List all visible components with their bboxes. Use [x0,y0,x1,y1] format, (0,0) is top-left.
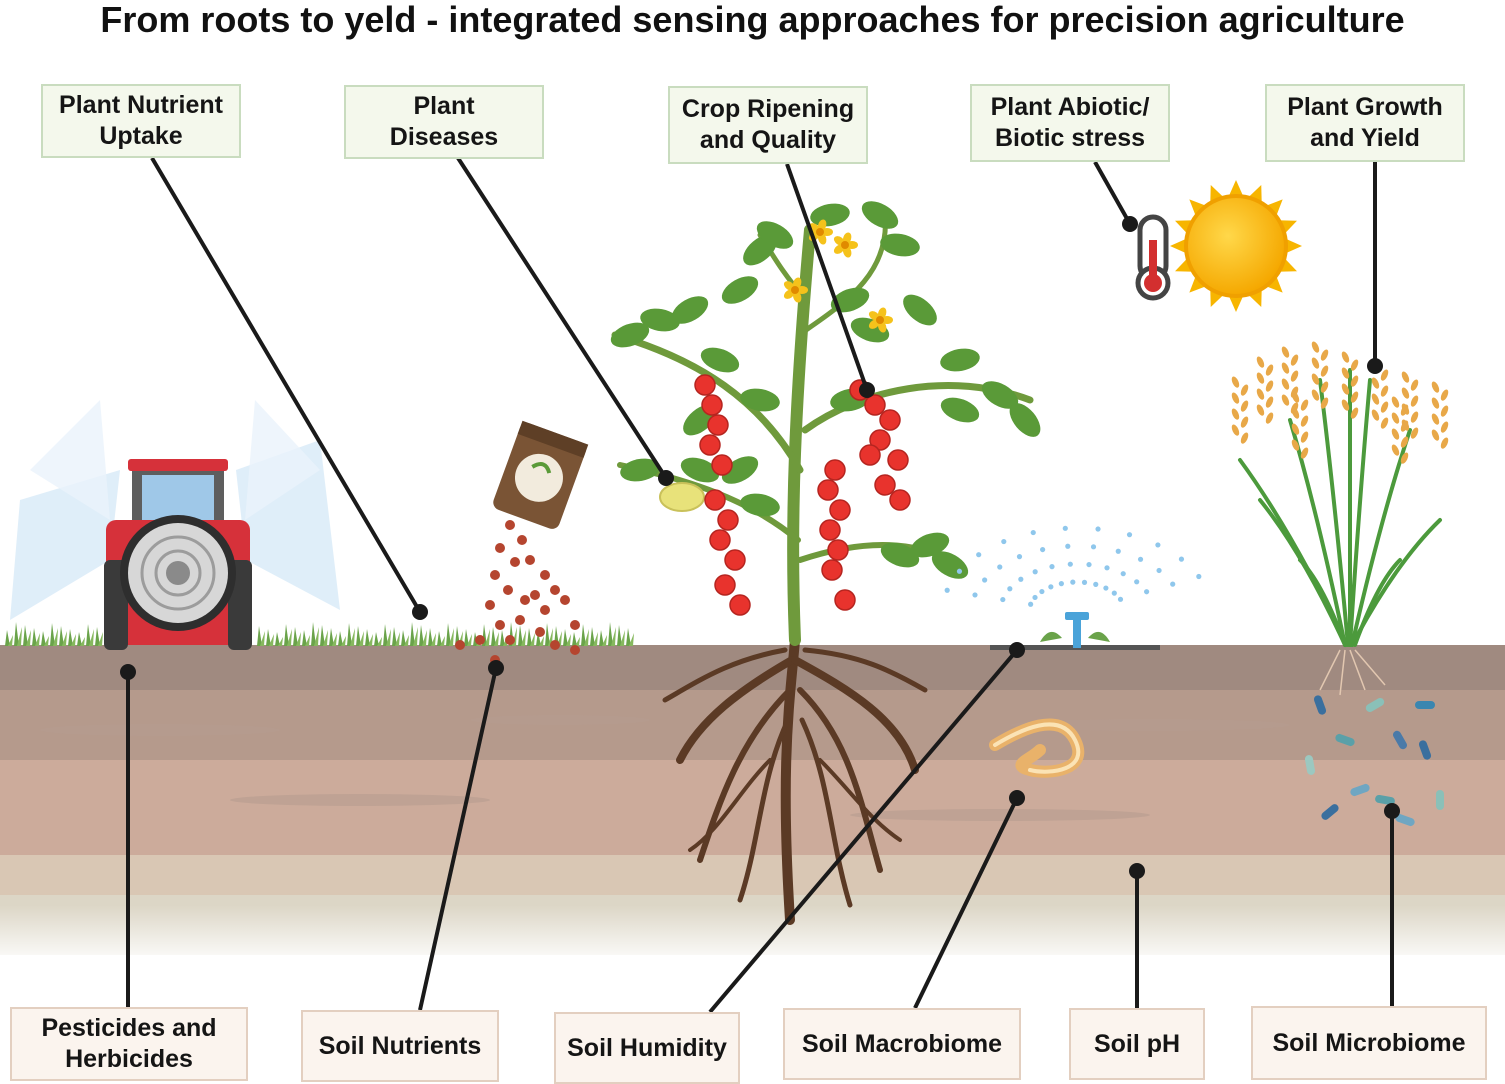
label-soil-humidity: Soil Humidity [554,1012,740,1084]
label-crop-ripening-quality: Crop Ripening and Quality [668,86,868,164]
label-soil-nutrients: Soil Nutrients [301,1010,499,1082]
thermometer-icon [1135,214,1171,301]
diseased-leaf-icon [659,482,705,512]
sun-icon [1170,180,1302,312]
label-plant-diseases: Plant Diseases [344,85,544,159]
label-soil-ph: Soil pH [1069,1008,1205,1080]
earthworm-icon [989,718,1084,778]
rice-plant-icon [1231,341,1449,696]
label-plant-stress: Plant Abiotic/ Biotic stress [970,84,1170,162]
soil-layers [0,645,1505,965]
connector-lines [120,156,1400,1014]
tomato-plant-icon [610,201,1041,646]
bacteria-icon [1304,695,1444,827]
root-system [662,635,928,925]
label-plant-nutrient-uptake: Plant Nutrient Uptake [41,84,241,158]
label-pesticides-herbicides: Pesticides and Herbicides [10,1007,248,1081]
tractor-icon [10,400,340,650]
label-soil-macrobiome: Soil Macrobiome [783,1008,1021,1080]
page-title: From roots to yeld - integrated sensing … [100,0,1405,40]
label-plant-growth-yield: Plant Growth and Yield [1265,84,1465,162]
fertilizer-bag-icon [455,420,589,665]
sprinkler-icon [944,525,1202,650]
label-soil-microbiome: Soil Microbiome [1251,1006,1487,1080]
